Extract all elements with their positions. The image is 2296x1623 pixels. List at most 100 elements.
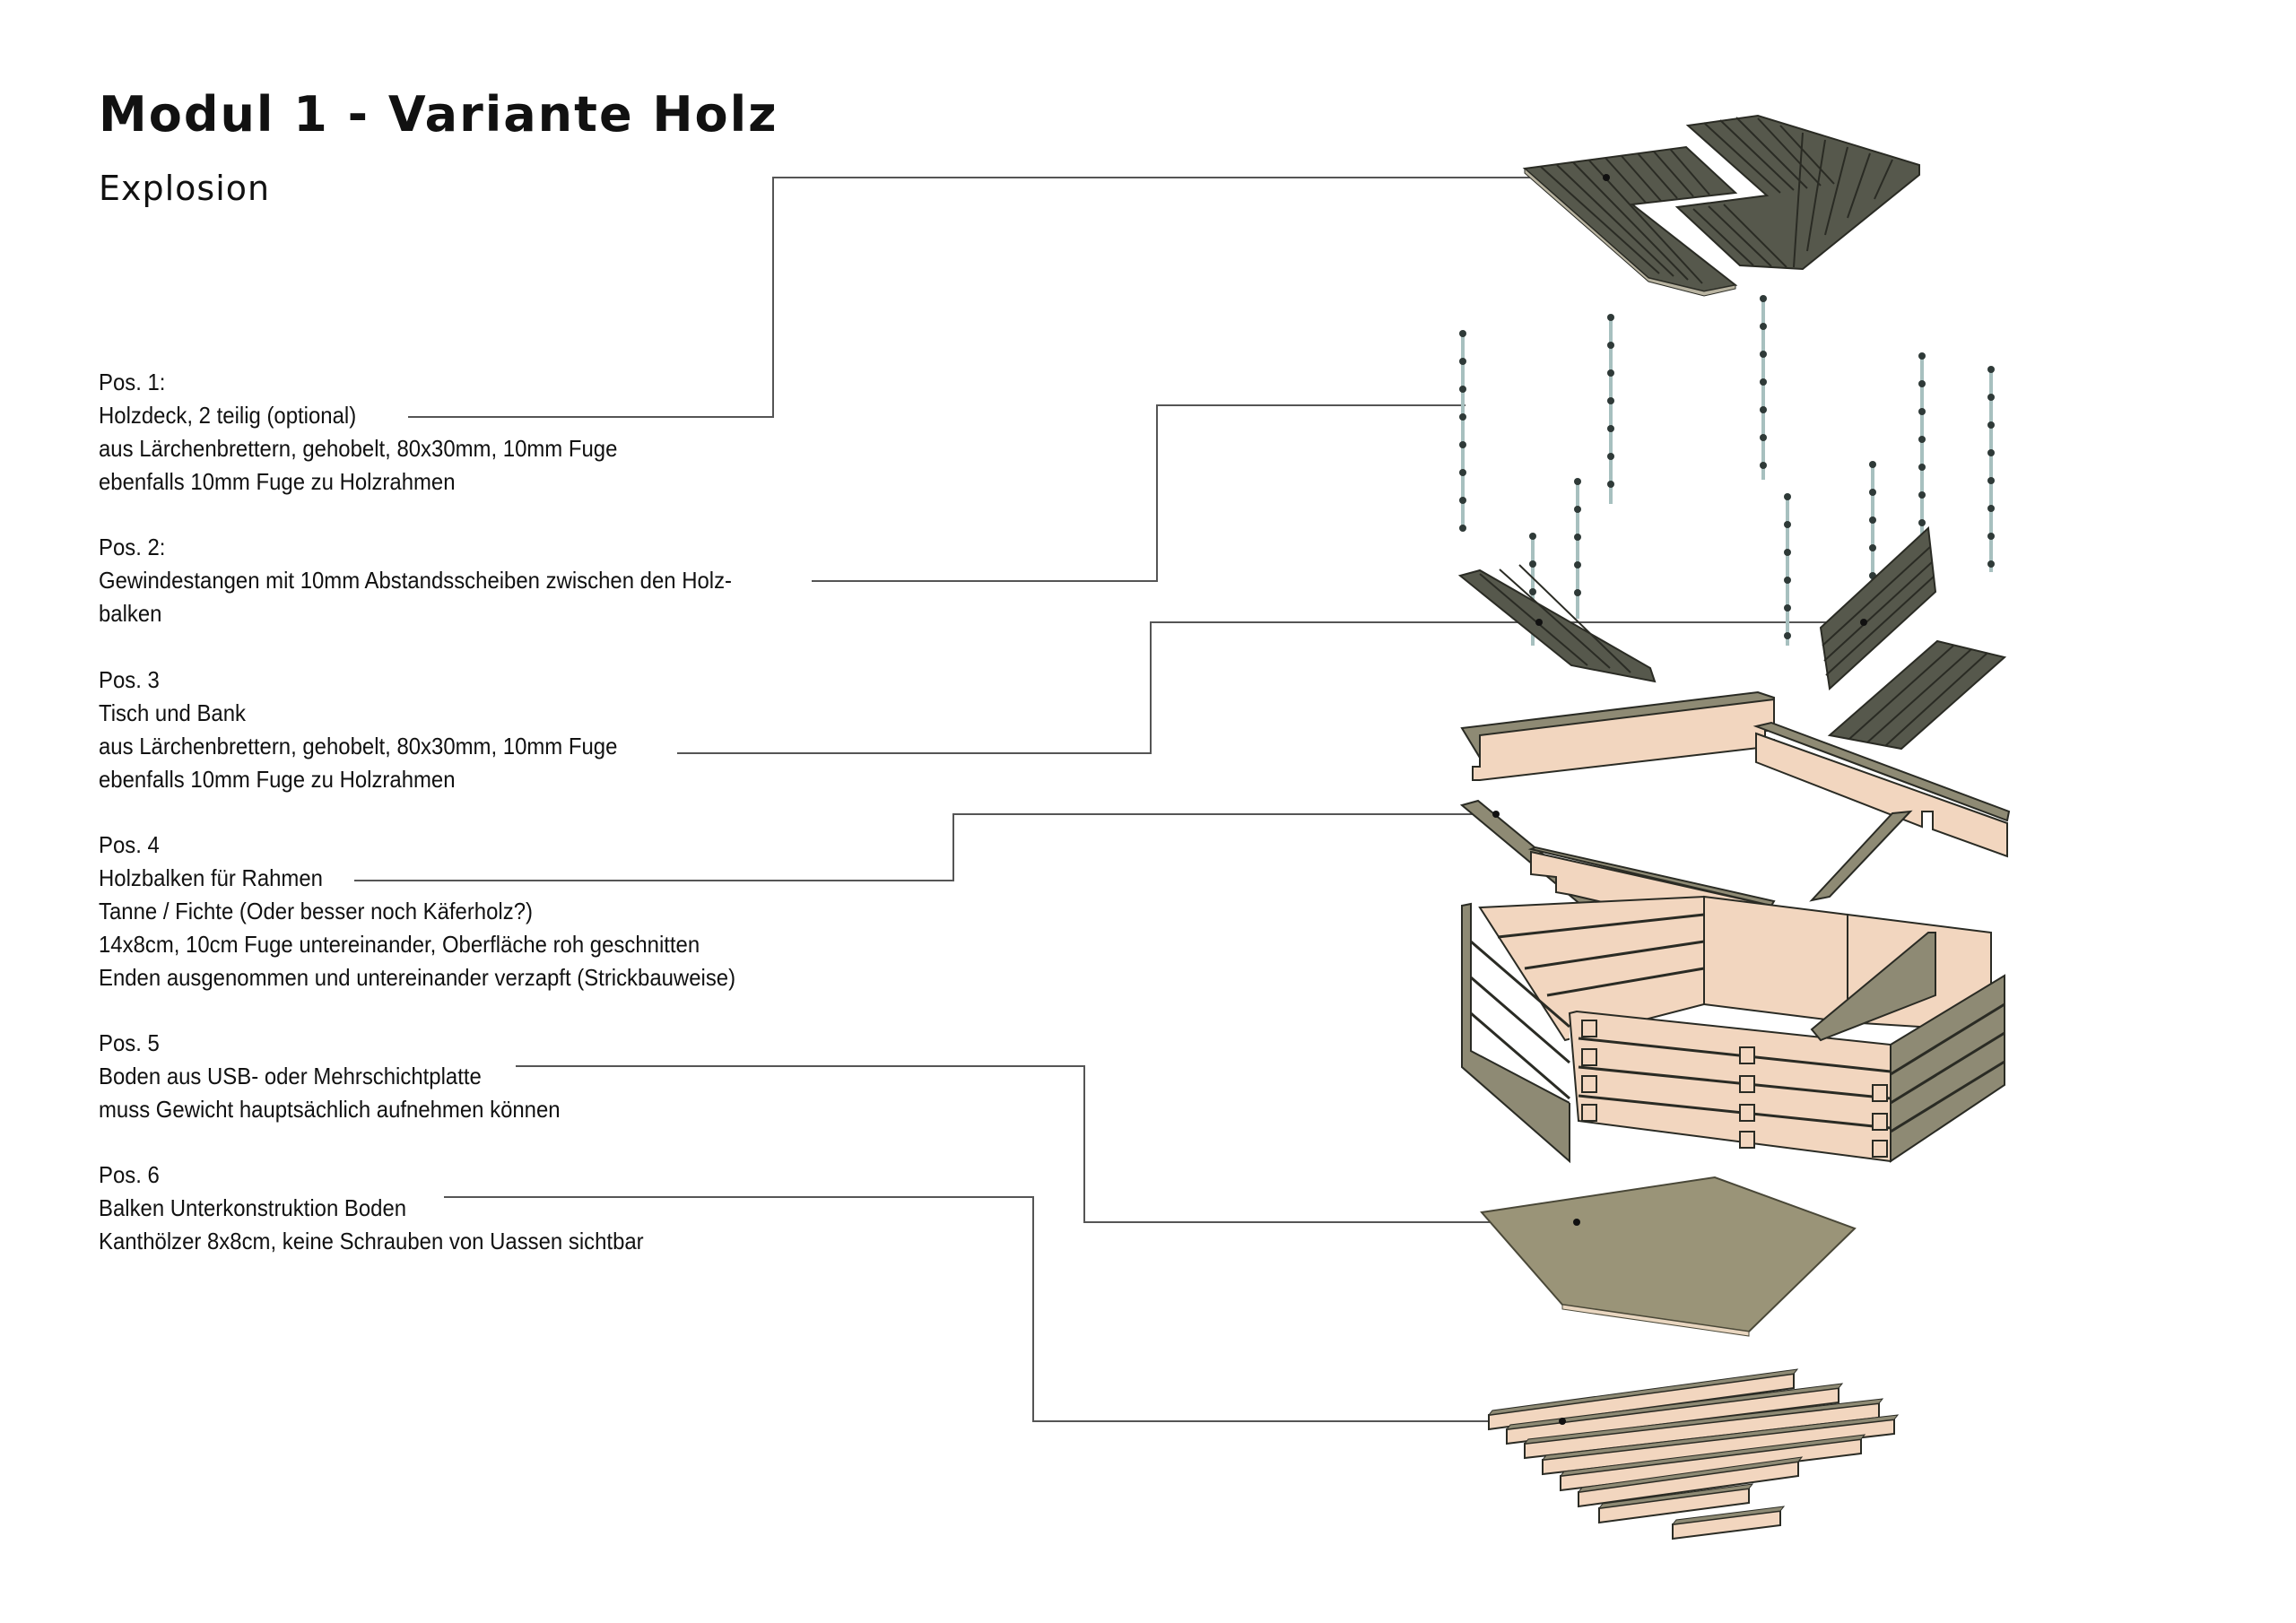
position-line: Holzbalken für Rahmen	[99, 864, 323, 891]
position-line: Gewindestangen mit 10mm Abstandsscheiben…	[99, 567, 733, 594]
position-3-text: Pos. 3 Tisch und Bank aus Lärchenbretter…	[99, 664, 617, 796]
leader-dot	[1492, 811, 1500, 818]
spacer-washer	[1459, 525, 1466, 532]
leader-line-pos-2	[812, 404, 1465, 582]
position-line: Tanne / Fichte (Oder besser noch Käferho…	[99, 898, 533, 924]
spacer-washer	[1987, 449, 1995, 456]
spacer-washer	[1607, 481, 1614, 488]
spacer-washer	[1918, 352, 1926, 360]
bench-board-left	[1457, 564, 1657, 683]
spacer-washer	[1987, 505, 1995, 512]
threaded-rod	[1574, 478, 1581, 619]
spacer-washer	[1574, 561, 1581, 568]
position-line: Enden ausgenommen und untereinander verz…	[99, 964, 736, 991]
spacer-washer	[1987, 394, 1995, 401]
threaded-rod	[1760, 295, 1767, 480]
position-label: Pos. 3	[99, 666, 160, 693]
threaded-rod	[1459, 330, 1466, 532]
spacer-washer	[1869, 489, 1876, 496]
position-label: Pos. 1:	[99, 369, 166, 395]
position-5-text: Pos. 5 Boden aus USB- oder Mehrschichtpl…	[99, 1027, 561, 1126]
page-title: Modul 1 - Variante Holz	[99, 86, 778, 143]
spacer-washer	[1574, 478, 1581, 485]
leader-line-pos-6	[444, 1196, 1562, 1422]
spacer-washer	[1607, 314, 1614, 321]
leader-dot	[1573, 1219, 1580, 1226]
spacer-washer	[1459, 413, 1466, 421]
position-line: Boden aus USB- oder Mehrschichtplatte	[99, 1063, 482, 1089]
spacer-washer	[1918, 491, 1926, 499]
spacer-washer	[1869, 461, 1876, 468]
spacer-washer	[1784, 521, 1791, 528]
spacer-washer	[1918, 380, 1926, 387]
spacer-washer	[1459, 386, 1466, 393]
spacer-washer	[1459, 497, 1466, 504]
position-line: ebenfalls 10mm Fuge zu Holzrahmen	[99, 468, 456, 495]
spacer-washer	[1918, 464, 1926, 471]
joist-top	[1523, 1398, 1884, 1445]
leader-dot	[1860, 619, 1867, 626]
spacer-washer	[1760, 351, 1767, 358]
spacer-washer	[1607, 342, 1614, 349]
position-4-text: Pos. 4 Holzbalken für Rahmen Tanne / Fic…	[99, 829, 735, 994]
spacer-washer	[1760, 462, 1767, 469]
position-line: Holzdeck, 2 teilig (optional)	[99, 402, 357, 429]
spacer-washer	[1459, 330, 1466, 337]
holzrahmen	[1459, 799, 2005, 1164]
spacer-washer	[1760, 323, 1767, 330]
position-line: muss Gewicht hauptsächlich aufnehmen kön…	[99, 1096, 561, 1123]
threaded-rod	[1918, 352, 1926, 545]
leader-line-pos-1	[408, 177, 1614, 418]
spacer-washer	[1869, 544, 1876, 551]
spacer-washer	[1607, 453, 1614, 460]
unterkonstruktion-group	[1487, 1368, 1900, 1541]
spacer-washer	[1987, 560, 1995, 568]
joist-top	[1671, 1506, 1786, 1525]
leader-dot	[1603, 174, 1610, 181]
position-label: Pos. 6	[99, 1161, 160, 1188]
bench-beam-right	[1752, 721, 2011, 858]
joist-top	[1505, 1383, 1844, 1430]
joist-top	[1559, 1434, 1866, 1477]
spacer-washer	[1607, 369, 1614, 377]
position-label: Pos. 2:	[99, 534, 166, 560]
spacer-washer	[1529, 560, 1536, 568]
position-line: Kanthölzer 8x8cm, keine Schrauben von Ua…	[99, 1228, 644, 1254]
leader-line-pos-5	[516, 1065, 1577, 1223]
bench-board-right	[1827, 639, 2007, 751]
position-line: ebenfalls 10mm Fuge zu Holzrahmen	[99, 766, 456, 793]
spacer-washer	[1459, 441, 1466, 448]
position-line: aus Lärchenbrettern, gehobelt, 80x30mm, …	[99, 435, 618, 462]
table-board	[1819, 525, 1937, 691]
spacer-washer	[1918, 436, 1926, 443]
spacer-washer	[1987, 477, 1995, 484]
spacer-washer	[1607, 397, 1614, 404]
spacer-washer	[1918, 408, 1926, 415]
spacer-washer	[1987, 421, 1995, 429]
leader-dot	[1535, 619, 1543, 626]
holzdeck-part-right	[1674, 114, 1920, 271]
position-line: aus Lärchenbrettern, gehobelt, 80x30mm, …	[99, 733, 618, 759]
position-line: 14x8cm, 10cm Fuge untereinander, Oberflä…	[99, 931, 700, 958]
bench-beam-left	[1460, 690, 1775, 781]
spacer-washer	[1784, 493, 1791, 500]
position-1-text: Pos. 1: Holzdeck, 2 teilig (optional) au…	[99, 366, 617, 499]
position-line: Balken Unterkonstruktion Boden	[99, 1194, 407, 1221]
leader-dot	[1559, 1418, 1566, 1425]
spacer-washer	[1987, 533, 1995, 540]
joist-top	[1577, 1456, 1804, 1493]
position-2-text: Pos. 2: Gewindestangen mit 10mm Abstands…	[99, 531, 732, 630]
holzdeck-part-left	[1522, 145, 1738, 297]
threaded-rod	[1784, 493, 1791, 646]
spacer-washer	[1574, 589, 1581, 596]
spacer-washer	[1459, 358, 1466, 365]
spacer-washer	[1987, 366, 1995, 373]
spacer-washer	[1918, 519, 1926, 526]
spacer-washer	[1760, 434, 1767, 441]
joist-top	[1487, 1368, 1799, 1416]
spacer-washer	[1529, 533, 1536, 540]
spacer-washer	[1784, 577, 1791, 584]
position-6-text: Pos. 6 Balken Unterkonstruktion Boden Ka…	[99, 1159, 644, 1258]
spacer-washer	[1529, 588, 1536, 595]
